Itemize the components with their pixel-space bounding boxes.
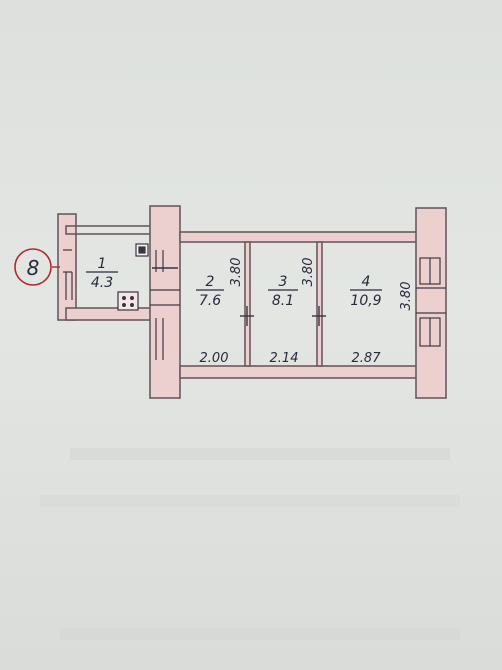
wall-bottom xyxy=(179,365,419,379)
apartment-number-marker: 8 xyxy=(14,248,60,286)
wall-left-entry xyxy=(57,213,77,321)
room-3-depth: 3.80 xyxy=(301,258,316,287)
room-4-depth: 3.80 xyxy=(399,282,414,311)
fixtures-room-1 xyxy=(117,243,149,311)
room-labels: 1 4.3 2 7.6 3 8.1 4 10,9 xyxy=(91,256,382,309)
room-2-depth: 3.80 xyxy=(229,258,244,287)
room-2-width: 2.00 xyxy=(200,351,229,366)
width-dimensions: 2.00 2.14 2.87 xyxy=(200,351,382,366)
partition-2-3 xyxy=(244,241,251,367)
depth-dimensions: 3.80 3.80 3.80 xyxy=(229,258,414,311)
apartment-number: 8 xyxy=(27,256,40,280)
walls xyxy=(57,205,447,399)
room-4-width: 2.87 xyxy=(352,351,382,366)
wall-bottom-entry xyxy=(65,307,157,321)
doors xyxy=(152,267,326,326)
background-bleed-through xyxy=(40,448,460,640)
wall-right xyxy=(415,207,447,399)
wall-top-entry xyxy=(65,225,153,235)
partition-3-4 xyxy=(316,241,323,367)
windows-left xyxy=(63,249,73,300)
windows-right xyxy=(416,257,446,347)
room-3-width: 2.14 xyxy=(270,351,299,366)
room-4-area: 10,9 xyxy=(350,293,381,309)
room-1-number: 1 xyxy=(98,256,107,272)
room-1-area: 4.3 xyxy=(91,275,113,291)
room-4-number: 4 xyxy=(362,274,371,290)
stove-icon xyxy=(117,291,139,311)
wall-column-main xyxy=(149,205,181,399)
room-3-area: 8.1 xyxy=(272,293,294,309)
windows-column xyxy=(150,250,180,360)
room-2-number: 2 xyxy=(206,274,215,290)
fraction-lines xyxy=(86,271,382,291)
room-2-area: 7.6 xyxy=(199,293,221,309)
wall-top xyxy=(179,231,419,243)
room-3-number: 3 xyxy=(279,274,288,290)
